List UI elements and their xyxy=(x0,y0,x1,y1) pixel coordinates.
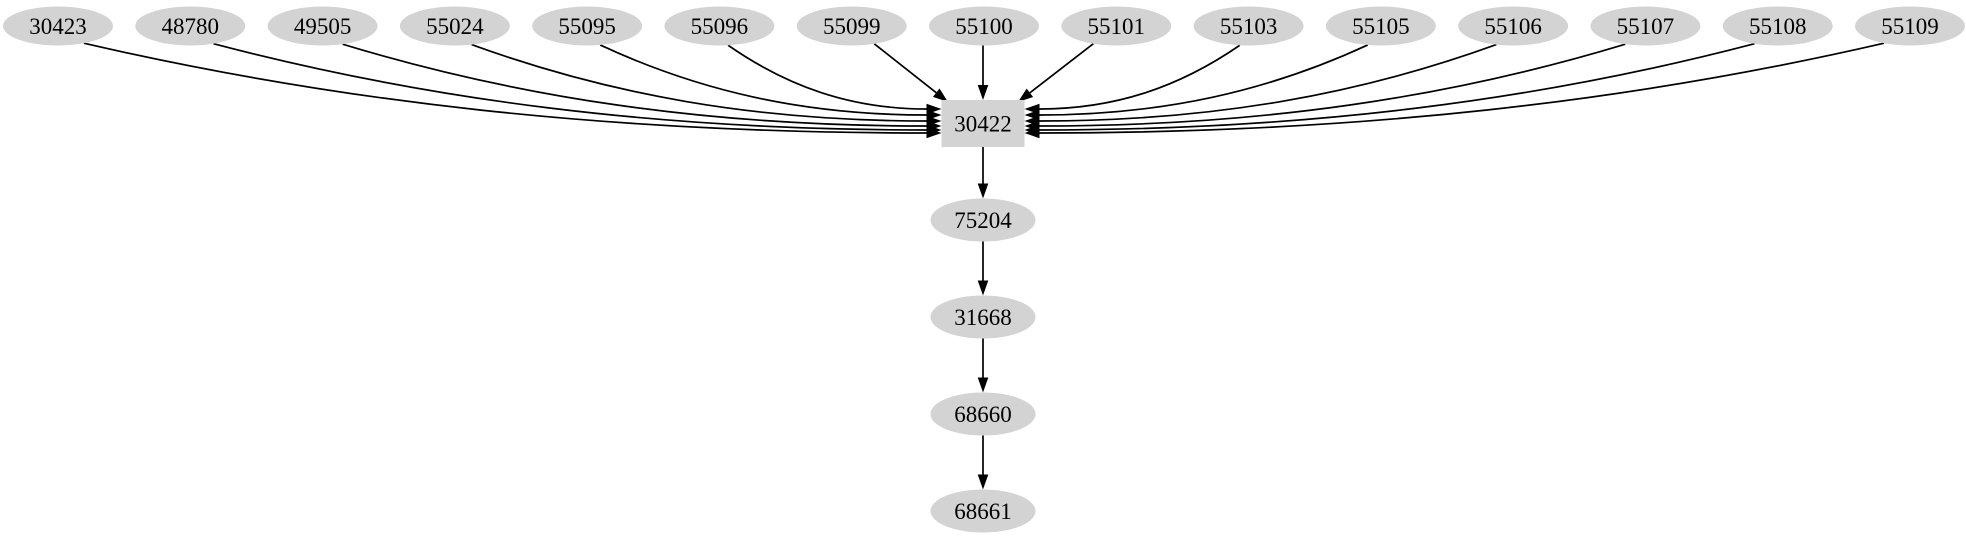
node-label: 30422 xyxy=(954,112,1012,137)
node-label: 55024 xyxy=(426,14,484,39)
graph-edge-75204-31668 xyxy=(977,241,989,296)
arrowhead xyxy=(977,183,989,199)
arrowhead xyxy=(977,377,989,393)
node-shape xyxy=(1855,6,1965,46)
graph-node-55106: 55106 xyxy=(1458,6,1569,46)
node-label: 68661 xyxy=(954,499,1012,524)
node-shape xyxy=(3,6,113,46)
graph-edge-55109-30422 xyxy=(1024,42,1885,139)
node-shape xyxy=(796,6,907,46)
node-shape xyxy=(135,6,246,46)
graph-node-68661: 68661 xyxy=(930,489,1036,533)
arrowhead xyxy=(977,474,989,490)
graph-edge-55103-30422 xyxy=(1024,44,1241,115)
node-label: 55109 xyxy=(1881,14,1939,39)
graph-node-55103: 55103 xyxy=(1193,6,1304,46)
graph-node-55109: 55109 xyxy=(1855,6,1965,46)
arrowhead xyxy=(926,103,942,115)
node-label: 49505 xyxy=(294,14,352,39)
node-label: 55101 xyxy=(1088,14,1146,39)
graph-node-75204: 75204 xyxy=(930,198,1036,242)
graph-edge-55099-30422 xyxy=(873,43,948,102)
graph-node-55024: 55024 xyxy=(399,6,510,46)
node-label: 55095 xyxy=(558,14,616,39)
graph-node-49505: 49505 xyxy=(267,6,378,46)
graph-edge-55096-30422 xyxy=(727,44,942,115)
node-shape xyxy=(941,100,1025,147)
node-shape xyxy=(929,6,1039,46)
node-shape xyxy=(1193,6,1304,46)
node-shape xyxy=(267,6,378,46)
graph-node-30423: 30423 xyxy=(3,6,113,46)
node-label: 55107 xyxy=(1617,14,1675,39)
node-label: 55108 xyxy=(1749,14,1807,39)
graph-node-55100: 55100 xyxy=(929,6,1039,46)
node-shape xyxy=(930,392,1036,436)
graph-node-55108: 55108 xyxy=(1722,6,1833,46)
node-shape xyxy=(399,6,510,46)
graph-node-55101: 55101 xyxy=(1061,6,1172,46)
arrowhead xyxy=(1018,88,1034,102)
node-label: 30423 xyxy=(29,14,87,39)
node-label: 55105 xyxy=(1352,14,1410,39)
node-label: 55096 xyxy=(691,14,749,39)
graph-node-55099: 55099 xyxy=(796,6,907,46)
graph-node-55105: 55105 xyxy=(1325,6,1436,46)
arrowhead xyxy=(932,88,948,102)
node-shape xyxy=(1722,6,1833,46)
node-shape xyxy=(1590,6,1701,46)
node-label: 55099 xyxy=(823,14,881,39)
node-shape xyxy=(664,6,775,46)
graph-node-68660: 68660 xyxy=(930,392,1036,436)
node-shape xyxy=(930,295,1036,339)
graph-edge-68660-68661 xyxy=(977,435,989,490)
node-label: 55103 xyxy=(1220,14,1278,39)
graph-edge-31668-68660 xyxy=(977,338,989,393)
arrowhead xyxy=(1024,127,1040,139)
node-shape xyxy=(930,489,1036,533)
node-label: 48780 xyxy=(162,14,220,39)
graph-node-55096: 55096 xyxy=(664,6,775,46)
graph-node-48780: 48780 xyxy=(135,6,246,46)
node-label: 55106 xyxy=(1484,14,1542,39)
graph-node-30422: 30422 xyxy=(941,100,1025,147)
node-shape xyxy=(532,6,643,46)
node-label: 31668 xyxy=(954,305,1012,330)
node-shape xyxy=(930,198,1036,242)
graph-edge-55101-30422 xyxy=(1018,43,1094,102)
node-shape xyxy=(1325,6,1436,46)
node-label: 75204 xyxy=(954,208,1012,233)
graph-node-55095: 55095 xyxy=(532,6,643,46)
arrowhead xyxy=(977,280,989,296)
graph-node-55107: 55107 xyxy=(1590,6,1701,46)
graph-node-31668: 31668 xyxy=(930,295,1036,339)
node-label: 68660 xyxy=(954,402,1012,427)
graph-edge-55100-30422 xyxy=(977,45,989,100)
node-shape xyxy=(1061,6,1172,46)
arrowhead xyxy=(977,85,989,100)
graph-edge-30422-75204 xyxy=(977,147,989,199)
node-label: 55100 xyxy=(955,14,1013,39)
node-shape xyxy=(1458,6,1569,46)
